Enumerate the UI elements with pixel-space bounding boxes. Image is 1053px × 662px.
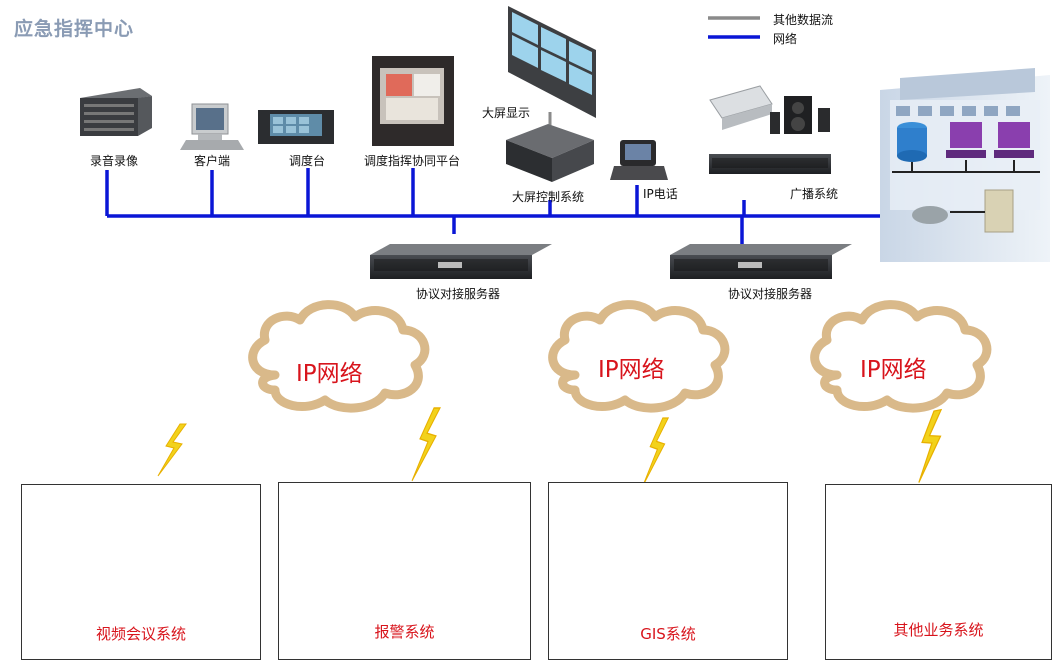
label-ip-phone: IP电话	[643, 187, 678, 201]
collab-platform-illustration	[372, 56, 454, 146]
lightning-2	[411, 407, 441, 482]
subsystem-video-conf: 视频会议系统	[21, 484, 261, 660]
lightning-3	[642, 417, 669, 487]
recording-device-illustration	[80, 88, 152, 136]
page-title: 应急指挥中心	[14, 18, 135, 40]
rack-server-illustrations	[370, 154, 852, 279]
label-protocol-server-2: 协议对接服务器	[728, 287, 813, 301]
network-bus	[105, 168, 880, 248]
cloud-label-3: IP网络	[860, 357, 927, 383]
subsystem-alarm: 报警系统	[278, 482, 531, 660]
cloud-label-1: IP网络	[296, 361, 363, 387]
label-recording: 录音录像	[90, 154, 139, 168]
legend-other-data-flow: 其他数据流	[773, 13, 834, 27]
building-illustration	[880, 68, 1050, 262]
subsystem-gis-label: GIS系统	[640, 625, 696, 643]
legend-network: 网络	[773, 32, 798, 46]
subsystem-alarm-label: 报警系统	[374, 623, 435, 641]
cloud-label-2: IP网络	[598, 357, 665, 383]
subsystem-other-business: 其他业务系统	[825, 484, 1052, 660]
label-protocol-server-1: 协议对接服务器	[416, 287, 501, 301]
lightning-1	[157, 423, 187, 477]
client-computer-illustration	[180, 103, 244, 150]
ip-phone-illustration	[610, 140, 668, 180]
screen-controller-illustration	[506, 124, 594, 182]
label-collab-platform: 调度指挥协同平台	[364, 154, 461, 168]
lightning-4	[907, 409, 953, 484]
subsystem-other-business-label: 其他业务系统	[893, 621, 984, 639]
label-big-screen-control: 大屏控制系统	[512, 190, 585, 204]
subsystem-video-conf-label: 视频会议系统	[95, 625, 186, 643]
label-broadcast: 广播系统	[790, 187, 839, 201]
label-big-screen-display: 大屏显示	[482, 106, 531, 120]
broadcast-illustration	[709, 85, 830, 134]
label-console: 调度台	[289, 154, 326, 168]
video-wall-illustration	[508, 6, 596, 118]
label-client: 客户端	[194, 154, 231, 168]
console-illustration	[258, 110, 334, 144]
subsystem-gis: GIS系统	[548, 482, 788, 660]
